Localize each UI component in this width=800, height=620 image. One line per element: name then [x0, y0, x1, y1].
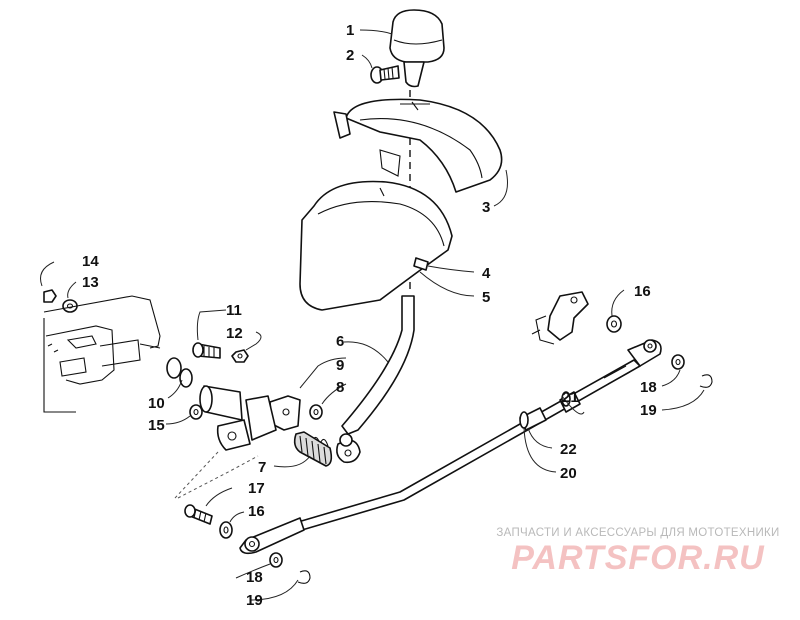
bolt-11 [192, 342, 221, 359]
callout-5: 5 [482, 289, 490, 306]
callout-20: 20 [560, 465, 577, 482]
washer-16-upper [606, 315, 622, 333]
frame-bracket [43, 295, 161, 413]
callout-21: 21 [562, 389, 579, 406]
callout-15: 15 [148, 417, 165, 434]
watermark-caption: ЗАПЧАСТИ И АКСЕССУАРЫ ДЛЯ МОТОТЕХНИКИ [496, 527, 780, 539]
callout-2: 2 [346, 47, 354, 64]
spring [293, 431, 333, 467]
watermark: ЗАПЧАСТИ И АКСЕССУАРЫ ДЛЯ МОТОТЕХНИКИ PA… [488, 527, 788, 577]
callout-22: 22 [560, 441, 577, 458]
callout-18-upper: 18 [640, 379, 657, 396]
assembly-axis-left-2 [174, 451, 219, 499]
bolt-17 [184, 504, 213, 525]
callout-16-lower: 16 [248, 503, 265, 520]
shift-lever [336, 295, 415, 464]
callout-16-upper: 16 [634, 283, 651, 300]
shift-bracket [245, 395, 323, 441]
callout-3: 3 [482, 199, 490, 216]
rod-bushing-21 [559, 391, 581, 413]
lower-cover [299, 180, 453, 311]
callout-4: 4 [482, 265, 491, 282]
callout-17: 17 [248, 480, 265, 497]
callout-7: 7 [258, 459, 266, 476]
upper-cover [333, 98, 503, 193]
callout-11: 11 [226, 302, 242, 319]
washer-18-upper [671, 354, 685, 370]
callout-8: 8 [336, 379, 344, 396]
watermark-logo: PARTSFOR.RU [511, 539, 765, 577]
nut-12 [231, 349, 249, 363]
clip-19-lower [297, 570, 311, 584]
callout-19-upper: 19 [640, 402, 657, 419]
washer-16-lower [219, 521, 233, 539]
leader-lines [40, 29, 705, 601]
assembly-axis-left [177, 455, 259, 499]
shift-rod [239, 339, 662, 555]
callout-12: 12 [226, 325, 243, 342]
washer-18-lower [269, 552, 283, 568]
callout-9: 9 [336, 357, 344, 374]
transmission-arm [531, 291, 589, 345]
callout-18-lower: 18 [246, 569, 263, 586]
callout-6: 6 [336, 333, 344, 350]
washer-15 [189, 404, 203, 420]
knob-screw [370, 65, 400, 84]
callout-1: 1 [346, 22, 354, 39]
shift-knob [389, 9, 445, 88]
callout-10: 10 [148, 395, 165, 412]
callout-19-lower: 19 [246, 592, 263, 609]
callout-13: 13 [82, 274, 99, 291]
grommet [413, 257, 429, 271]
callout-14: 14 [82, 253, 99, 270]
rod-bushing-22 [519, 407, 547, 431]
clip-19-upper [699, 374, 713, 388]
pivot-shaft [166, 357, 251, 451]
